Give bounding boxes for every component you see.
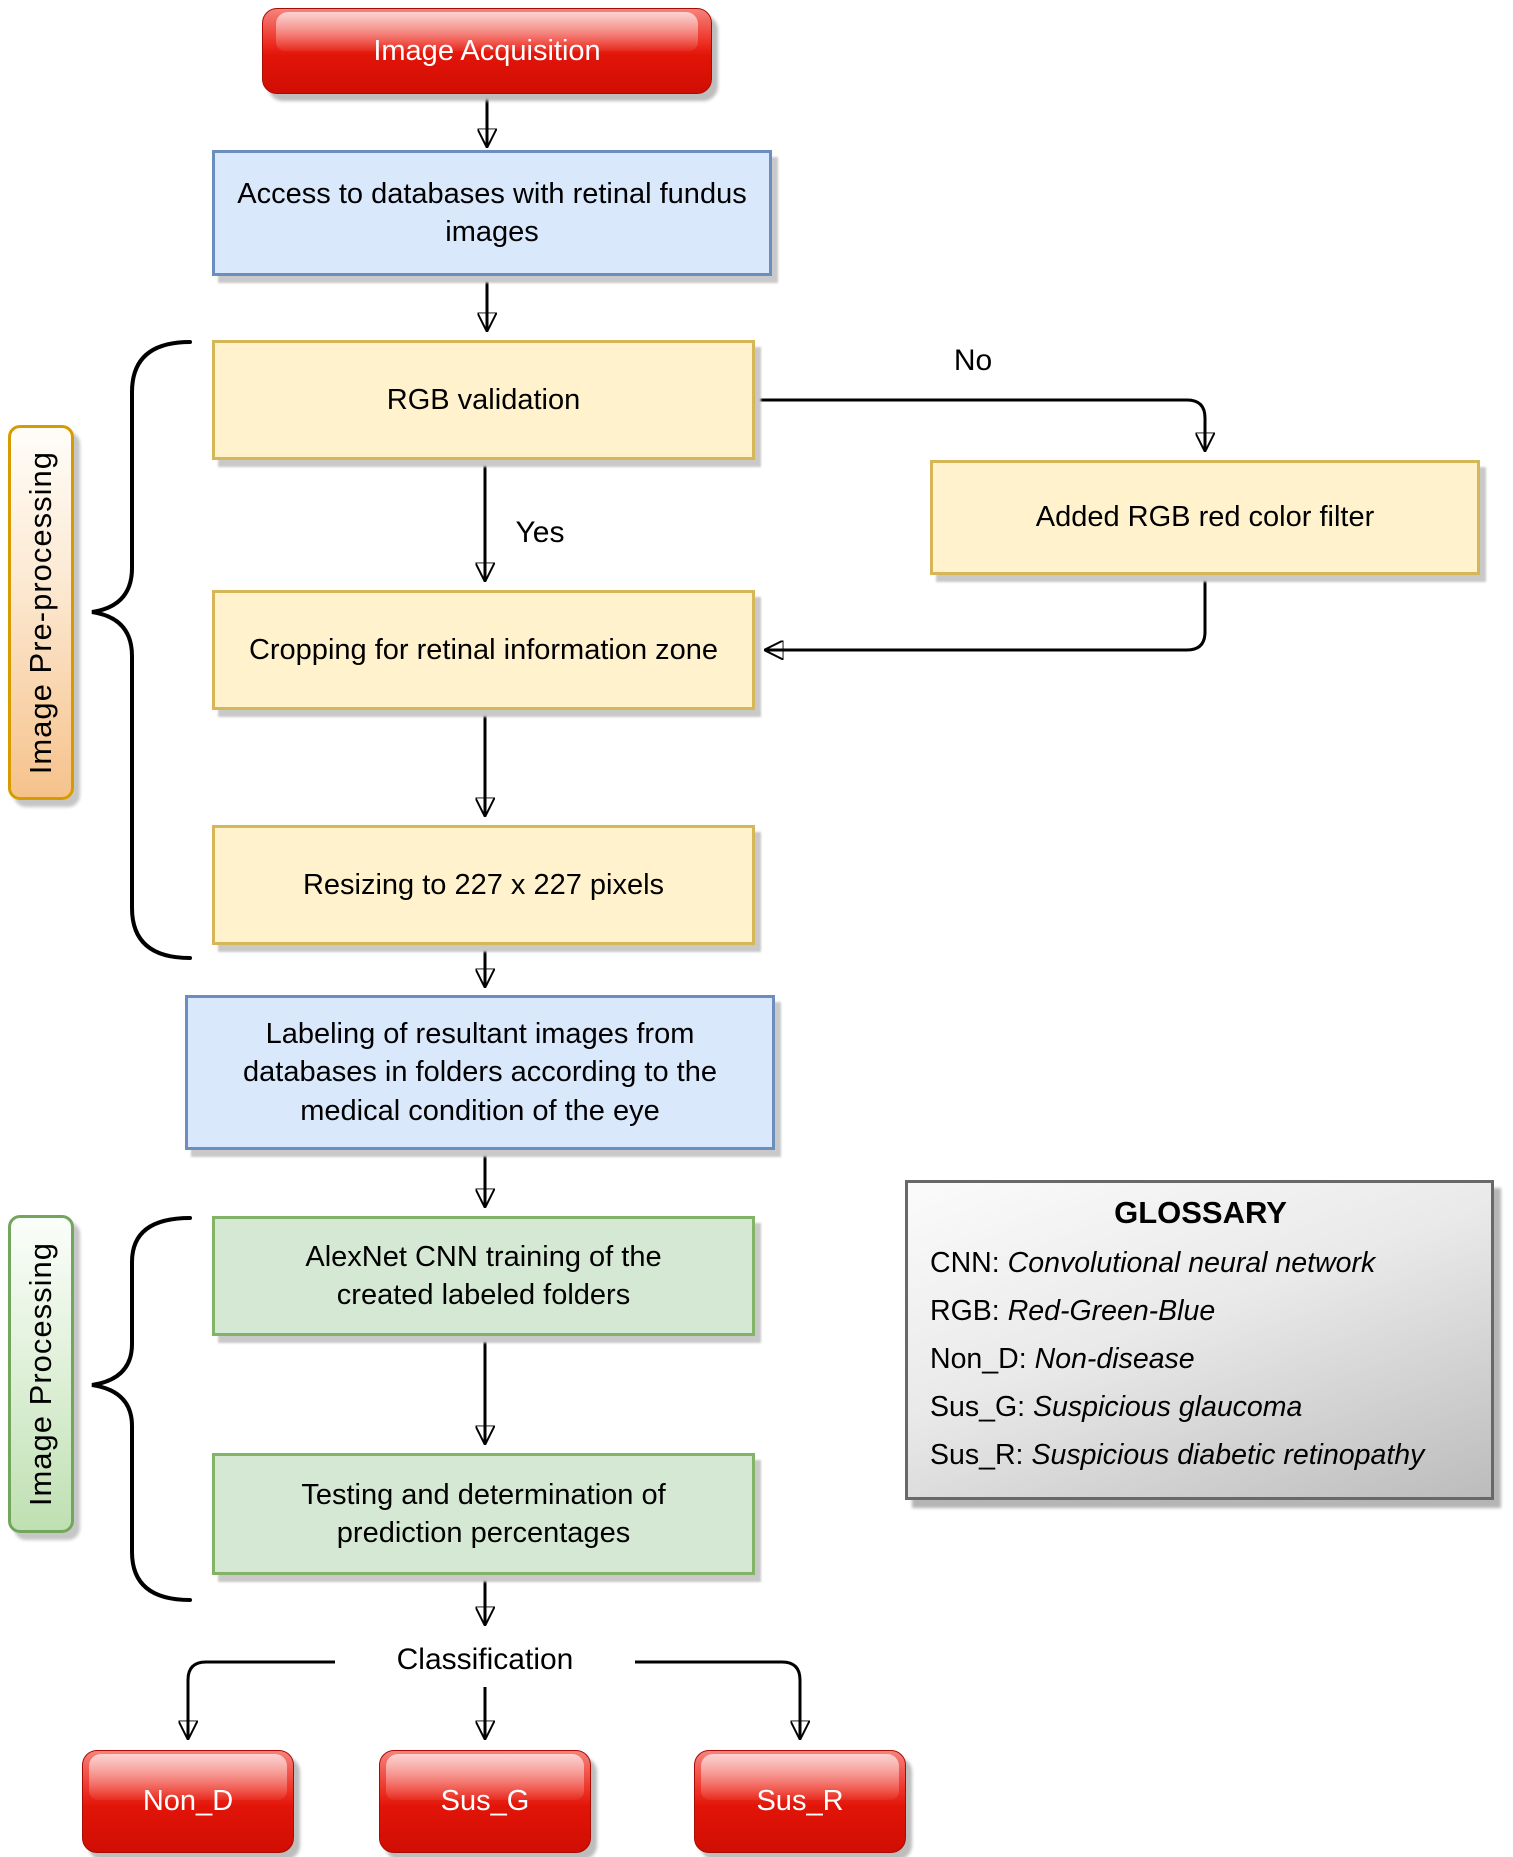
glossary-term: Sus_R: — [930, 1439, 1024, 1471]
node-non-d-label: Non_D — [142, 1785, 234, 1818]
node-labeling-label: Labeling of resultant images from databa… — [243, 1018, 717, 1127]
node-sus-g-label: Sus_G — [440, 1785, 530, 1818]
glossary-term: RGB: — [930, 1295, 1000, 1327]
node-access-databases: Access to databases with retinal fundus … — [212, 150, 772, 276]
glossary-entry-cnn: CNN:Convolutional neural network — [930, 1239, 1471, 1287]
node-rgb-validation-label: RGB validation — [386, 383, 581, 416]
node-image-acquisition: Image Acquisition — [262, 8, 712, 94]
glossary-definition: Suspicious glaucoma — [1033, 1391, 1303, 1423]
glossary-term: Non_D: — [930, 1343, 1027, 1375]
node-alexnet-training: AlexNet CNN training of the created labe… — [212, 1216, 755, 1336]
node-testing-label: Testing and determination of prediction … — [301, 1478, 666, 1549]
arrow-classification-to-nond — [188, 1660, 352, 1738]
glossary-entry-sus-g: Sus_G:Suspicious glaucoma — [930, 1383, 1471, 1431]
node-added-rgb-filter-label: Added RGB red color filter — [1035, 501, 1375, 534]
node-sus-r-label: Sus_R — [756, 1785, 844, 1818]
side-label-image-processing: Image Processing — [8, 1215, 74, 1533]
processing-brace — [91, 1216, 192, 1602]
node-resizing: Resizing to 227 x 227 pixels — [212, 825, 755, 945]
glossary-entry-non-d: Non_D:Non-disease — [930, 1335, 1471, 1383]
node-testing: Testing and determination of prediction … — [212, 1453, 755, 1575]
side-label-image-preprocessing: Image Pre-processing — [8, 425, 74, 800]
node-access-databases-label: Access to databases with retinal fundus … — [237, 177, 747, 248]
glossary-title: GLOSSARY — [1114, 1195, 1287, 1230]
side-label-image-processing-text: Image Processing — [23, 1241, 58, 1507]
glossary-definition: Red-Green-Blue — [1007, 1295, 1216, 1327]
glossary-definition: Non-disease — [1034, 1343, 1195, 1375]
node-alexnet-training-label: AlexNet CNN training of the created labe… — [305, 1240, 662, 1311]
node-cropping: Cropping for retinal information zone — [212, 590, 755, 710]
node-added-rgb-filter: Added RGB red color filter — [930, 460, 1480, 575]
preprocessing-brace — [91, 340, 192, 960]
glossary-term: Sus_G: — [930, 1391, 1026, 1423]
glossary-term: CNN: — [930, 1247, 1000, 1279]
glossary-entry-rgb: RGB:Red-Green-Blue — [930, 1287, 1471, 1335]
glossary-entry-sus-r: Sus_R:Suspicious diabetic retinopathy — [930, 1431, 1471, 1479]
glossary-definition: Suspicious diabetic retinopathy — [1031, 1439, 1425, 1471]
edge-label-no: No — [928, 344, 1018, 378]
node-cropping-label: Cropping for retinal information zone — [248, 633, 719, 666]
side-label-image-preprocessing-text: Image Pre-processing — [23, 450, 58, 775]
node-non-d: Non_D — [82, 1750, 294, 1853]
node-sus-g: Sus_G — [379, 1750, 591, 1853]
node-sus-r: Sus_R — [694, 1750, 906, 1853]
node-image-acquisition-label: Image Acquisition — [373, 34, 601, 67]
node-labeling: Labeling of resultant images from databa… — [185, 995, 775, 1150]
node-resizing-label: Resizing to 227 x 227 pixels — [302, 868, 665, 901]
node-rgb-validation: RGB validation — [212, 340, 755, 460]
glossary-definition: Convolutional neural network — [1007, 1247, 1376, 1279]
arrow-classification-to-susr — [620, 1660, 800, 1738]
arrow-no-validation-to-filter — [757, 398, 1205, 450]
edge-label-classification: Classification — [335, 1643, 635, 1677]
edge-label-yes: Yes — [495, 516, 585, 550]
glossary-box: GLOSSARY CNN:Convolutional neural networ… — [905, 1180, 1494, 1500]
arrow-filter-to-cropping — [766, 577, 1207, 650]
